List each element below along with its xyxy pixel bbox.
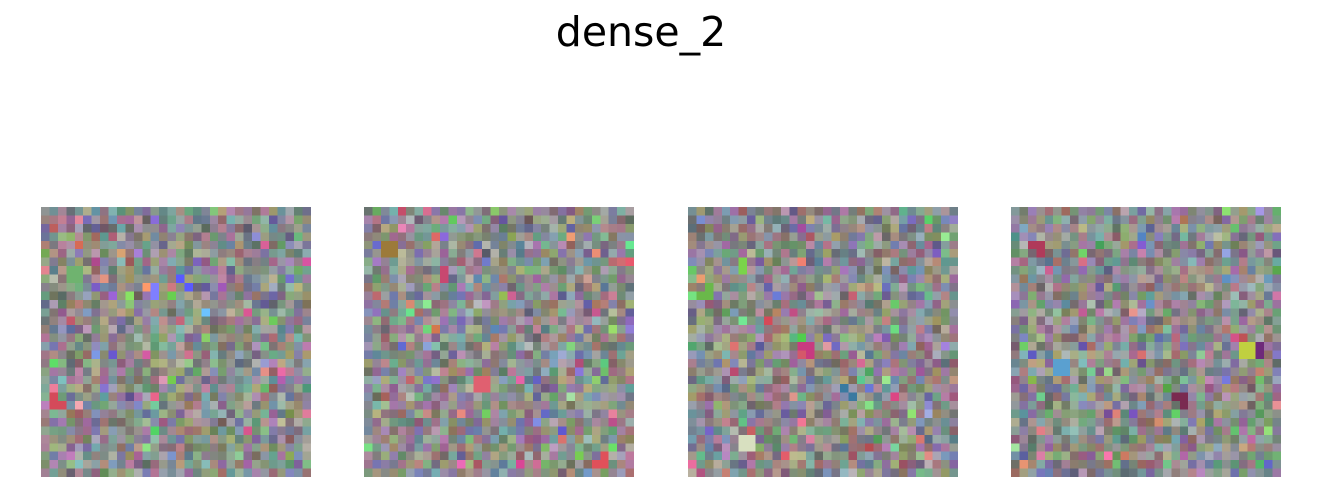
- filter-image-4: [1011, 207, 1281, 477]
- filter-image-1: [41, 207, 311, 477]
- filter-canvas-2: [364, 207, 634, 477]
- filter-image-2: [364, 207, 634, 477]
- figure-title: dense_2: [555, 8, 727, 56]
- filter-canvas-3: [688, 207, 958, 477]
- filter-canvas-4: [1011, 207, 1281, 477]
- filter-image-3: [688, 207, 958, 477]
- filter-canvas-1: [41, 207, 311, 477]
